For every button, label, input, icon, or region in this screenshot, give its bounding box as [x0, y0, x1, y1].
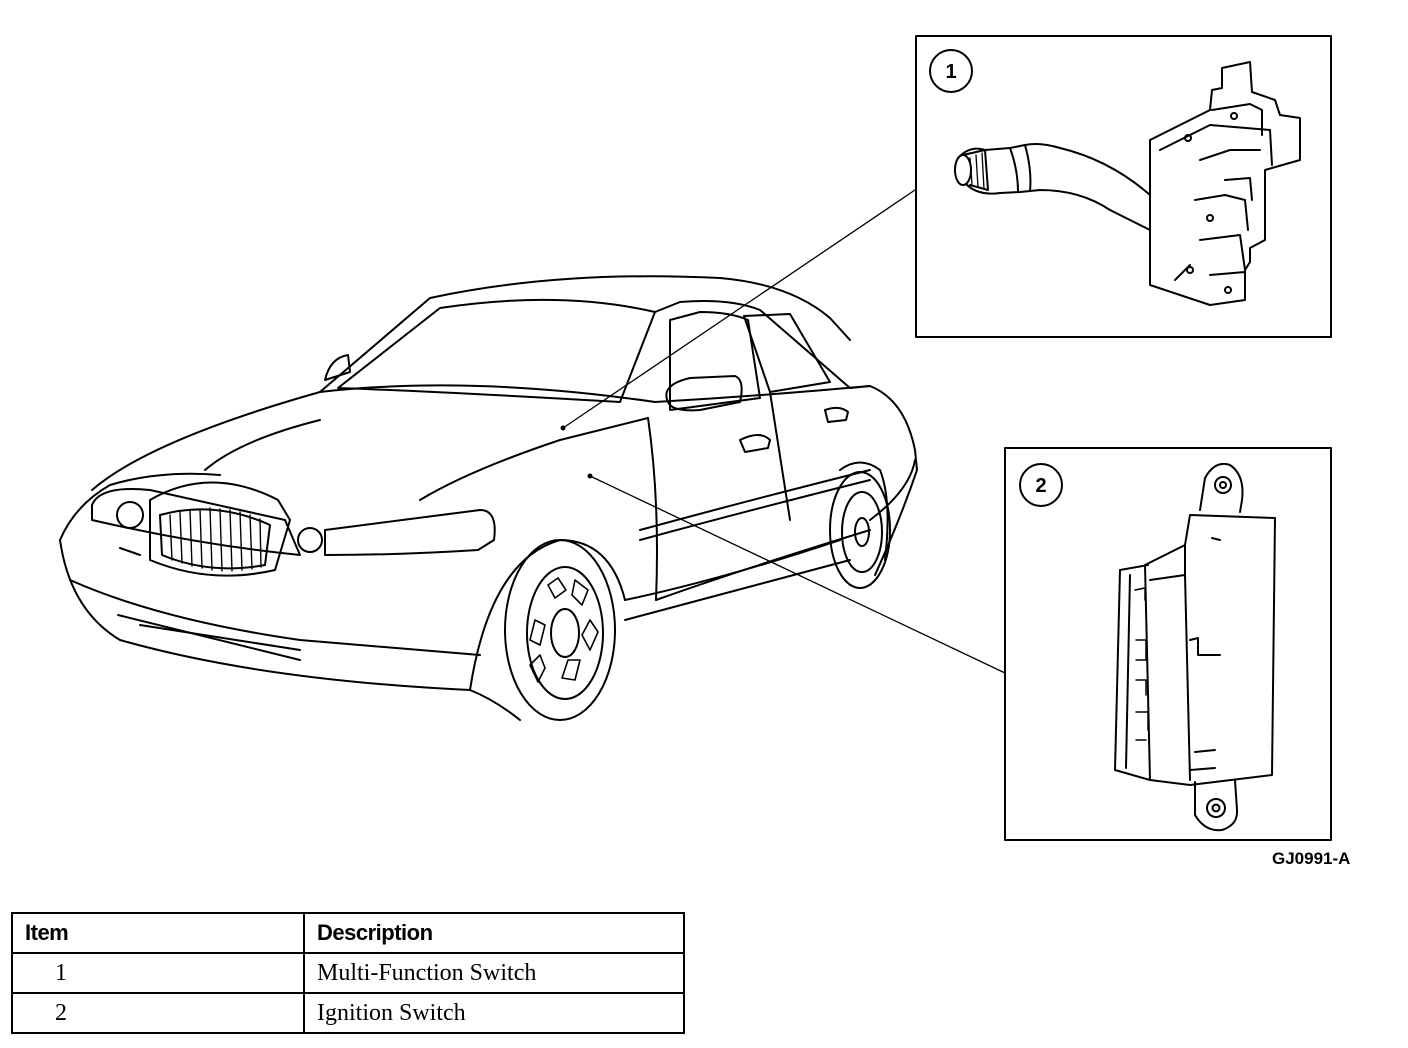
callout-1-label: 1: [945, 61, 956, 83]
leader-point-1: [560, 425, 566, 431]
legend-item-number: 2: [11, 992, 305, 1034]
table-row: 1 Multi-Function Switch: [11, 952, 685, 994]
callout-2-label: 2: [1035, 475, 1046, 497]
legend-table: Item Description 1 Multi-Function Switch…: [11, 912, 685, 1034]
figure-code: GJ0991-A: [1272, 849, 1351, 868]
diagram-artwork: 1 2: [59, 35, 1332, 841]
detail-box-1: [915, 35, 1332, 338]
legend-header-row: Item Description: [11, 912, 685, 954]
legend-header-item: Item: [11, 912, 305, 954]
ignition-switch-illustration: [1114, 462, 1276, 832]
multi-function-switch-illustration: [954, 61, 1301, 306]
vehicle-illustration: [59, 275, 918, 721]
leader-point-2: [587, 473, 593, 479]
table-row: 2 Ignition Switch: [11, 992, 685, 1034]
legend-header-description: Description: [303, 912, 685, 954]
legend-item-description: Multi-Function Switch: [303, 952, 685, 994]
legend-item-number: 1: [11, 952, 305, 994]
detail-box-2: [1004, 447, 1332, 841]
leader-lines: [562, 189, 1006, 674]
legend-item-description: Ignition Switch: [303, 992, 685, 1034]
